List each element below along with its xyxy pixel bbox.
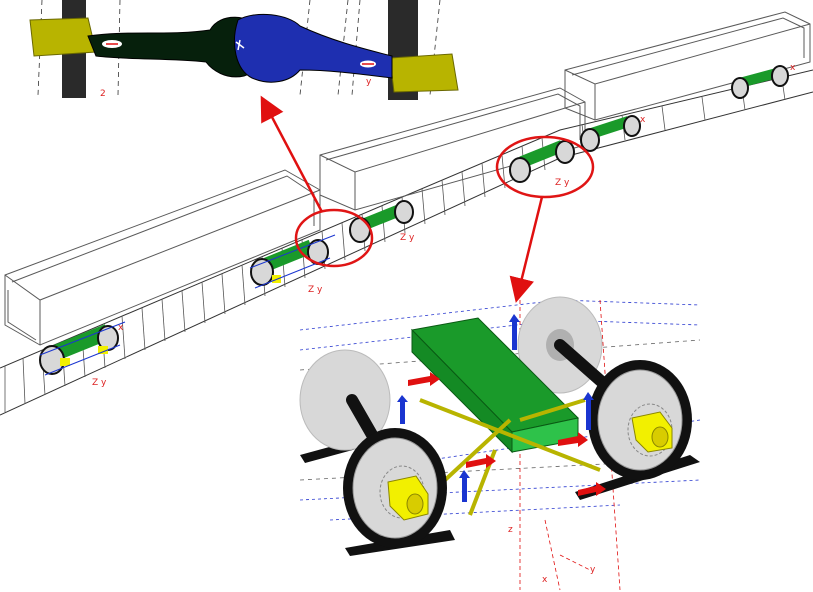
coupler-detail-inset: 2 y [29, 0, 459, 100]
bogie-car3-front: x [580, 115, 646, 152]
svg-text:Z y: Z y [308, 285, 323, 295]
coupler-highlight-circle [294, 208, 374, 268]
svg-text:x: x [790, 63, 796, 73]
force-arrows-blue [397, 314, 594, 502]
svg-text:x: x [640, 115, 646, 125]
force-arrows-red [408, 372, 606, 496]
bogie-car1-rear: Z y [249, 234, 336, 295]
bogie-car3-rear: x [731, 63, 796, 99]
rail-car-3 [564, 11, 811, 121]
coupler-right-half [234, 13, 393, 83]
bogie-car1-front: x Z y [39, 321, 126, 388]
svg-text:2: 2 [100, 89, 106, 99]
bogie-highlight-circle [495, 135, 595, 199]
bogie-car2-rear: Z y [509, 140, 575, 188]
svg-text:x: x [118, 323, 124, 333]
svg-text:Z y: Z y [400, 233, 415, 243]
svg-text:y: y [366, 77, 372, 87]
rail-car-1 [4, 169, 321, 346]
svg-text:x: x [542, 575, 548, 585]
svg-text:Z y: Z y [92, 378, 107, 388]
coupler-callout-arrow [260, 95, 324, 213]
svg-text:y: y [590, 565, 596, 575]
bogie-detail-inset: z y x [299, 296, 701, 591]
svg-text:Z y: Z y [555, 178, 570, 188]
bogie-car2-front: Z y [349, 200, 415, 243]
svg-text:z: z [508, 525, 513, 535]
bogie-callout-arrow [509, 196, 544, 303]
